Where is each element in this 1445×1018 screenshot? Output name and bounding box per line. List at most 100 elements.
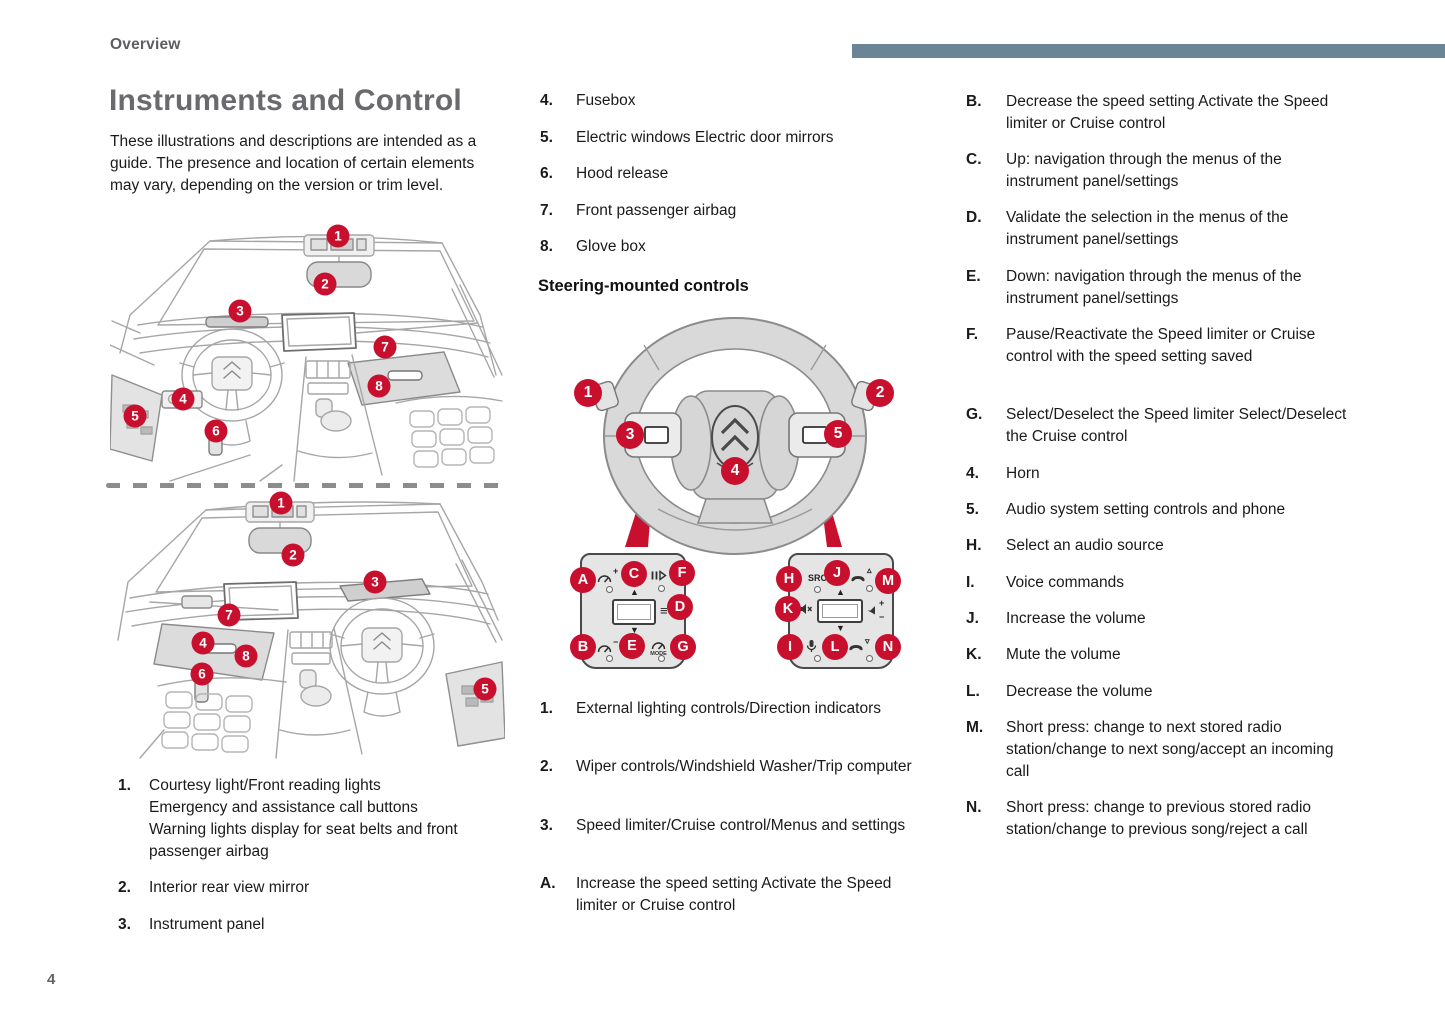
list-item-text: Speed limiter/Cruise control/Menus and s… [576,817,906,834]
accent-bar [852,44,1445,58]
list-item: C.Up: navigation through the menus of th… [966,149,1351,193]
list-item-number: H. [966,537,982,554]
reject-triangle: ▿ [865,636,870,646]
section-heading: Steering-mounted controls [538,277,749,295]
keypad-badge-D: D [667,594,693,620]
dashboard2-badge-5: 5 [473,677,497,701]
list-item-number: 2. [118,879,131,896]
list-item-text: Select an audio source [1006,537,1164,554]
list-item: 4. Fusebox [540,90,920,112]
list-item: A. Increase the speed setting Activate t… [540,873,912,917]
dashboard-rhd-sketch [117,501,506,759]
list-item-text: Hood release [576,165,669,182]
menu-list-icon: ≡ [660,603,668,618]
list-item-text: Pause/Reactivate the Speed limiter or Cr… [1006,326,1316,365]
keypad-badge-A: A [570,567,596,593]
dashboard2-badge-2: 2 [281,543,305,567]
list-item: 2. Interior rear view mirror [118,877,498,899]
list-item-text: Increase the volume [1006,610,1146,627]
list-item-number: 7. [540,202,553,219]
plus-sign: + [613,566,619,576]
dashboard2-badge-7: 7 [217,603,241,627]
list-item-text: Wiper controls/Windshield Washer/Trip co… [576,758,912,775]
list-item-number: D. [966,209,982,226]
list-item-number: C. [966,151,982,168]
source-icon: SRC [808,573,828,583]
list-item-text: Interior rear view mirror [149,879,310,896]
list-item-number: K. [966,646,982,663]
wheel-badge-4: 4 [721,457,749,485]
dashboard1-badge-2: 2 [313,272,337,296]
list-item-text: Increase the speed setting Activate the … [576,875,892,914]
list-item-number: G. [966,406,983,423]
list-item: 3. Instrument panel [118,914,498,936]
menu-down-icon: ▼ [630,625,639,635]
instrument-panel-slot [339,578,431,602]
list-item: E. Down: navigation through the menus of … [966,266,1351,310]
list-item-number: B. [966,93,982,110]
phone-accept-icon [850,573,866,582]
indicator-dot [658,585,665,592]
list-item-text: Down: navigation through the menus of th… [1006,268,1302,307]
list-item: 7. Front passenger airbag [540,200,920,222]
menu-up-icon: ▲ [630,587,639,597]
list-item-number: 2. [540,758,553,775]
keypad-badge-K: K [775,596,801,622]
dashboard-diagram-rhd: 1 2 3 7 4 8 6 5 [110,490,506,762]
volume-icon [866,601,878,615]
list-item: 4.Horn [966,463,1351,485]
list-item-text: Front passenger airbag [576,202,737,219]
list-item-text: Short press: change to next stored radio… [1006,719,1334,780]
list-item: B. Decrease the speed setting Activate th… [966,91,1344,135]
dashboard1-badge-1: 1 [326,224,350,248]
list-item-number: 3. [540,817,553,834]
list-item: 8. Glove box [540,236,920,258]
minus-sign: − [613,637,619,647]
seat-quilting [409,406,495,468]
list-item-number: 4. [540,92,553,109]
cruise-rocker-switch [612,599,656,625]
steering-wheel-sketch [179,328,285,446]
wheel-badge-2: 2 [866,379,894,407]
list-item-number: 8. [540,238,553,255]
keypad-badge-C: C [621,561,647,587]
keypad-badge-J: J [824,560,850,586]
list-item-number: 3. [118,916,131,933]
steering-wheel-sketch [329,597,435,717]
dashboard1-badge-5: 5 [123,404,147,428]
menu-up-icon: ▲ [836,587,845,597]
keypad-badge-I: I [777,634,803,660]
list-item-text: Audio system setting controls and phone [1006,501,1286,518]
list-item-number: F. [966,326,979,343]
wheel-badge-1: 1 [574,379,602,407]
list-item: 5. Electric windows Electric door mirror… [540,127,920,149]
phone-reject-icon [848,642,864,651]
indicator-dot [658,655,665,662]
list-item-number: A. [540,875,556,892]
intro-text: These illustrations and descriptions are… [110,133,477,194]
wheel-badge-5: 5 [824,420,852,448]
keypad-badge-L: L [822,634,848,660]
list-item-number: E. [966,268,981,285]
dashboard2-badge-1: 1 [269,491,293,515]
dashboard1-badge-6: 6 [204,419,228,443]
mode-label: MODE [650,651,667,657]
keypad-badge-H: H [776,566,802,592]
diagram-separator [106,483,504,488]
microphone-icon [806,639,817,653]
list-item: H. Select an audio source [966,535,1351,557]
list-item-text: Courtesy light/Front reading lights Emer… [149,777,458,860]
list-item-text: Short press: change to previous stored r… [1006,799,1312,838]
list-item-text: Decrease the speed setting Activate the … [1006,93,1329,132]
indicator-dot [606,655,613,662]
list-item-text: Voice commands [1006,574,1125,591]
list-item-number: 1. [540,700,553,717]
dashboard2-badge-6: 6 [190,662,214,686]
pause-resume-icon [650,570,667,581]
list-item: F. Pause/Reactivate the Speed limiter or … [966,324,1324,368]
page-header: Overview [110,36,181,53]
indicator-dot [814,586,821,593]
speed-decrease-gauge-icon [596,641,613,654]
list-item-number: N. [966,799,982,816]
dashboard1-badge-8: 8 [367,374,391,398]
